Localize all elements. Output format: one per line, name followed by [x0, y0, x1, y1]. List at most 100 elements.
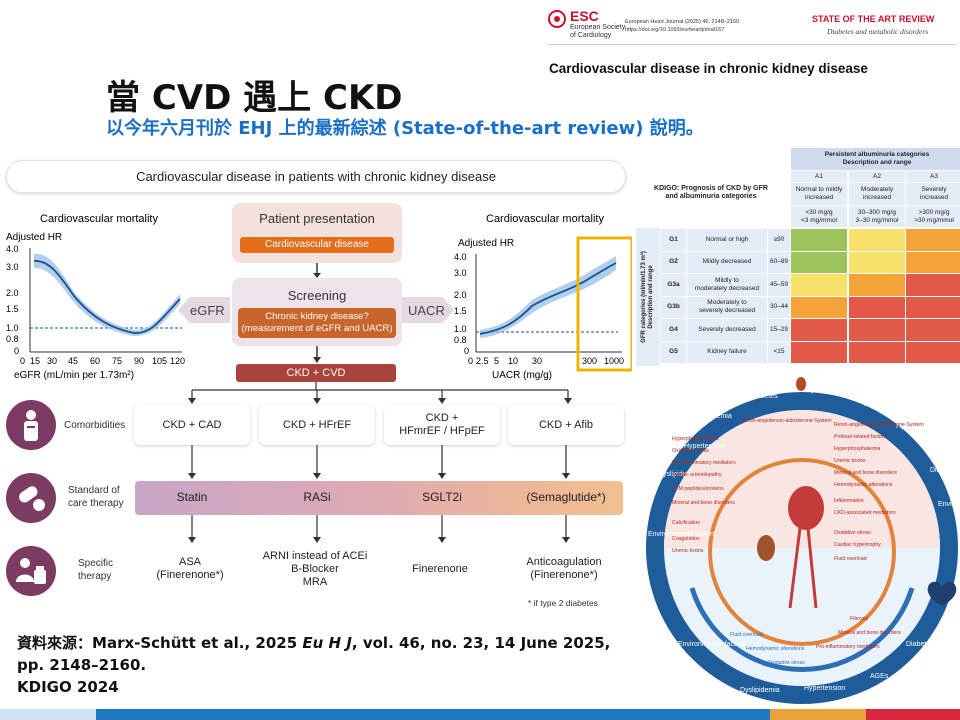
standard-care-item: Statin: [176, 490, 208, 504]
ring-label: Anemia: [864, 401, 888, 408]
svg-text:0: 0: [468, 356, 473, 366]
svg-text:1.0: 1.0: [454, 324, 467, 334]
ring-label: Dyslipidemia: [740, 687, 780, 694]
right-chart-line: [479, 262, 617, 335]
albuminuria-range: >300 mg/g>30 mg/mmol: [906, 206, 960, 227]
journal-citation: European Heart Journal (2025) 46, 2148–2…: [625, 18, 739, 34]
risk-cell: [849, 296, 905, 318]
source-journal: Eu H J: [302, 634, 352, 652]
mechanism-label: Pro-inflammatory mediators: [672, 460, 736, 466]
left-chart-ci-band: [34, 253, 180, 336]
right-chart-yticks: 4.0 3.0 2.0 1.5 1.0 0.8 0: [454, 252, 469, 356]
gfr-code: G4: [661, 319, 686, 341]
blue-arc: [689, 587, 915, 672]
gfr-range: 30–44: [768, 296, 790, 318]
specific-therapy-cell: Finerenone: [412, 563, 468, 575]
ckd-cvd-bar: CKD + CVD: [236, 364, 396, 382]
risk-cell: [791, 229, 847, 251]
screening-box: Screening Chronic kidney disease? (measu…: [232, 278, 402, 346]
branch-connectors: [188, 382, 572, 404]
mechanism-label: Hyperphosphatemia: [834, 446, 881, 452]
ring-label: Environmental factors: [648, 531, 716, 538]
svg-text:0: 0: [20, 356, 25, 366]
mechanism-label: Pro-inflammatory mediators: [816, 644, 880, 650]
ring-label: Environmental factors: [938, 501, 960, 508]
comorbidity-cell: CKD + HFrEF: [259, 405, 375, 445]
footnote: * if type 2 diabetes: [528, 598, 598, 608]
mechanism-label: Mineral and bone disorders: [838, 630, 901, 636]
mechanism-label: Oxidative stress: [672, 448, 709, 454]
gfr-code: G2: [661, 251, 686, 273]
down-arrow-icon: [313, 346, 321, 363]
mechanism-label: Fluid overload: [834, 556, 867, 562]
mechanism-label: PTM peptides/proteins: [672, 486, 724, 492]
risk-cell: [849, 319, 905, 341]
svg-text:3.0: 3.0: [6, 262, 19, 272]
ring-label: Hypertension: [684, 443, 725, 450]
heart-outline-icon: [927, 581, 957, 606]
header-divider: [548, 44, 956, 45]
svg-text:30: 30: [532, 356, 542, 366]
risk-cell: [906, 274, 960, 296]
risk-cell: [849, 229, 905, 251]
ring-label: Diabetes: [750, 393, 778, 400]
standard-care-item: SGLT2i: [422, 490, 462, 504]
left-chart-yticks: 4.0 3.0 2.0 1.5 1.0 0.8 0: [6, 244, 19, 356]
gfr-range: 45–59: [768, 274, 790, 296]
slide-title: 當 CVD 遇上 CKD: [106, 78, 403, 118]
comorbidity-cell: CKD +HFmrEF / HFpEF: [384, 405, 500, 445]
gfr-code: G1: [661, 229, 686, 251]
uacr-label: UACR: [408, 303, 445, 318]
screening-question: Chronic kidney disease? (measurement of …: [238, 308, 396, 338]
mechanism-label: Proload-related factors: [834, 434, 887, 440]
orange-arc: [708, 458, 896, 646]
risk-cell: [906, 251, 960, 273]
source-details: , vol. 46, no. 23, 14 June 2025, pp. 214…: [17, 634, 611, 674]
mechanism-label: Fibrosis: [850, 616, 869, 622]
paper-title: Cardiovascular disease in chronic kidney…: [549, 61, 868, 76]
kidney-icon: [796, 377, 806, 391]
mechanism-label: Oxidative stress: [834, 530, 871, 536]
svg-text:0.8: 0.8: [6, 334, 19, 344]
svg-text:300: 300: [582, 356, 597, 366]
mechanism-label: Calcific arteriolopathy: [672, 472, 722, 478]
journal-line-1: European Heart Journal (2025) 46, 2148–2…: [625, 19, 740, 25]
egfr-mortality-chart: Cardiovascular mortality Adjusted HR 4.0…: [6, 213, 185, 381]
gfr-description: Mildly decreased: [687, 251, 767, 273]
upper-half: [664, 410, 940, 548]
svg-text:45: 45: [68, 356, 78, 366]
screening-title: Screening: [287, 288, 347, 303]
svg-text:4.0: 4.0: [6, 244, 19, 254]
ring-label: Hypertension: [804, 685, 845, 692]
svg-text:15: 15: [30, 356, 40, 366]
comorbidities-label: Comorbidities: [64, 420, 126, 431]
egfr-label: eGFR: [190, 303, 225, 318]
svg-text:2.0: 2.0: [6, 288, 19, 298]
mechanism-label: Hemodynamic alterations: [746, 646, 805, 652]
svg-text:0: 0: [14, 346, 19, 356]
svg-text:90: 90: [134, 356, 144, 366]
ring-label: Diabetes: [930, 467, 958, 474]
mechanism-label: Uremic toxins: [672, 548, 704, 554]
esc-logo: ESC European Society of Cardiology: [548, 8, 628, 44]
mechanism-label: Uremic toxins: [834, 458, 866, 464]
risk-cell: [791, 251, 847, 273]
mechanism-label: CKD-associated mediators: [834, 510, 896, 516]
screening-question-line-1: Chronic kidney disease?: [265, 311, 369, 322]
gfr-range: <15: [768, 341, 790, 363]
slide-subtitle: 以今年六月刊於 EHJ 上的最新綜述 (State-of-the-art rev…: [106, 118, 704, 139]
svg-text:0.8: 0.8: [454, 335, 467, 345]
mechanism-label: Mineral and bone disorders: [672, 500, 735, 506]
comorbidity-cell: CKD + CAD: [134, 405, 250, 445]
source-citation: 資料來源：Marx-Schütt et al., 2025 Eu H J, vo…: [17, 632, 617, 698]
journal-doi: https://doi.org/10.1093/eurheartj/ehaf16…: [625, 27, 725, 33]
uacr-arrow-shape: [402, 297, 454, 323]
